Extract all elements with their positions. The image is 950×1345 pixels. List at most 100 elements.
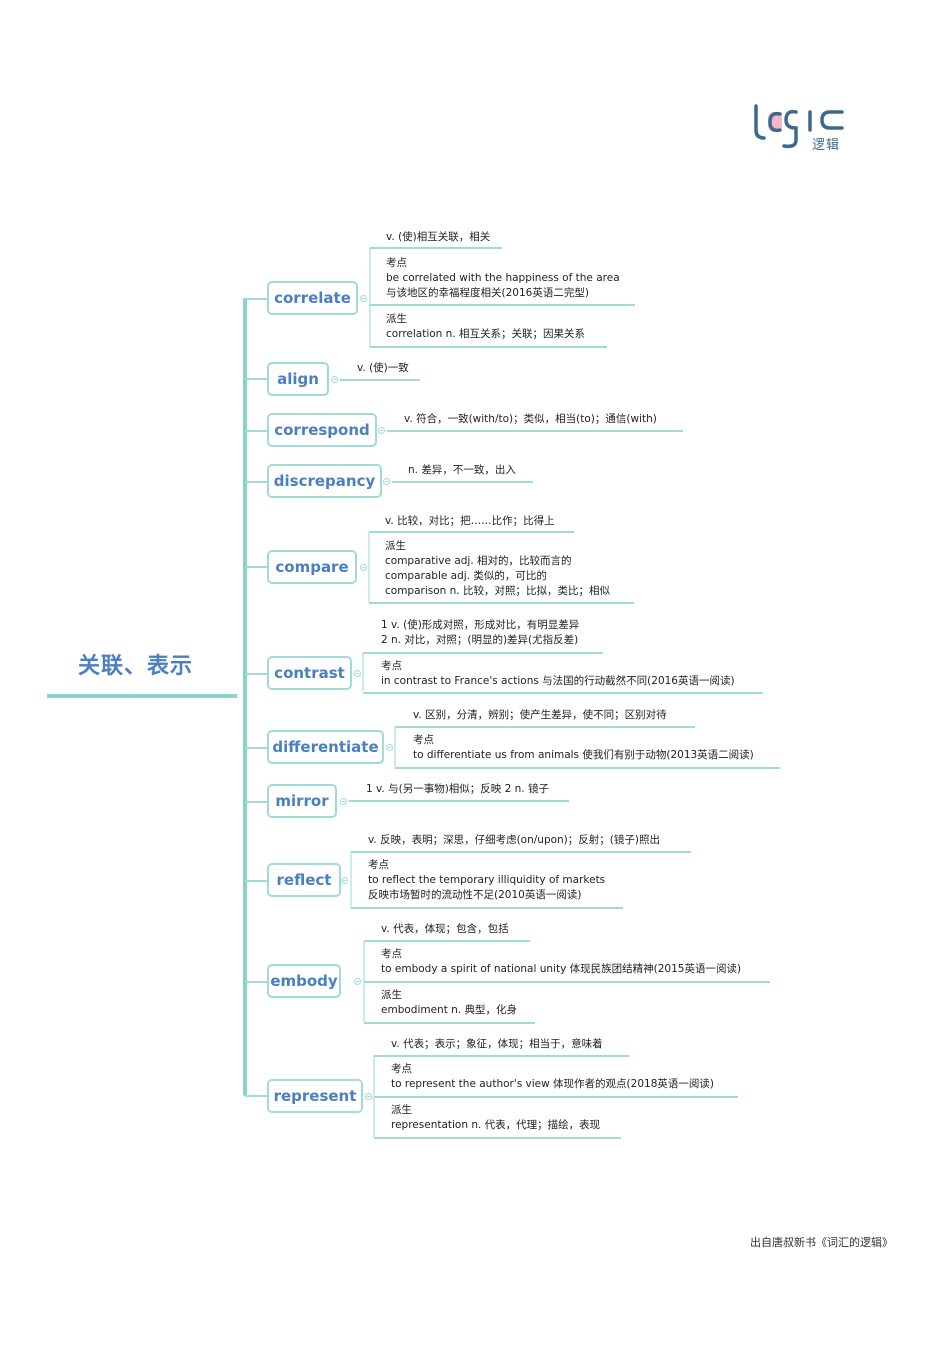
child-underline [351,851,691,853]
definition-text: 1 v. 与(另一事物)相似；反映 2 n. 镜子 [366,783,549,795]
child-underline [392,481,533,483]
logo-subtitle: 逻辑 [812,138,841,153]
connector [245,747,267,749]
connector [245,801,267,803]
collapse-icon[interactable] [354,978,361,985]
child-underline [387,430,683,432]
derivative-text: comparison n. 比较，对照；比拟，类比；相似 [385,585,610,597]
connector [245,430,267,432]
node-mirror[interactable]: mirror [267,784,337,818]
child-bracket [368,532,370,602]
node-discrepancy[interactable]: discrepancy [267,464,382,498]
derivative-label: 派生 [381,989,402,1001]
child-underline [363,652,603,654]
exam-phrase: to differentiate us from animals 使我们有别于动… [413,749,754,761]
collapse-icon[interactable] [360,295,367,302]
definition-text: v. (使)相互关联，相关 [386,231,491,243]
logo-mark-icon [754,104,844,149]
child-underline [395,767,780,769]
definition-text: v. 代表；表示；象征，体现；相当于，意味着 [391,1038,603,1050]
derivative-label: 派生 [391,1104,412,1116]
derivative-text: comparable adj. 类似的，可比的 [385,570,547,582]
connector [245,481,267,483]
node-correspond[interactable]: correspond [267,413,377,447]
definition-text: v. 区别，分清，辨别；使产生差异，使不同；区别对待 [413,709,667,721]
collapse-icon[interactable] [360,564,367,571]
exam-translation: 反映市场暂时的流动性不足(2010英语一阅读) [368,889,582,901]
child-underline [363,692,763,694]
connector [245,378,267,380]
exam-label: 考点 [368,859,389,871]
child-underline [374,1055,629,1057]
definition-text: v. 比较，对比；把……比作；比得上 [385,515,555,527]
child-underline [351,907,623,909]
child-bracket [394,727,396,767]
collapse-icon[interactable] [386,744,393,751]
source-credit: 出自唐叔新书《词汇的逻辑》 [750,1236,893,1249]
node-compare[interactable]: compare [267,550,357,584]
collapse-icon[interactable] [331,376,338,383]
child-underline [340,379,420,381]
derivative-label: 派生 [386,313,407,325]
node-contrast[interactable]: contrast [267,656,352,690]
exam-label: 考点 [381,948,402,960]
child-bracket [362,653,364,691]
definition-text: v. 反映，表明；深思，仔细考虑(on/upon)；反射；(镜子)照出 [368,834,660,846]
logic-logo: 逻辑 [752,100,847,155]
exam-label: 考点 [381,660,402,672]
node-reflect[interactable]: reflect [267,863,341,897]
child-underline [369,531,574,533]
child-underline [364,940,530,942]
connector [245,880,267,882]
root-topic-title[interactable]: 关联、表示 [78,654,194,679]
derivative-label: 派生 [385,540,406,552]
collapse-icon[interactable] [365,1093,372,1100]
child-underline [369,602,634,604]
exam-phrase: to reflect the temporary illiquidity of … [368,874,606,886]
exam-translation: 与该地区的幸福程度相关(2016英语二完型) [386,287,589,299]
child-underline [370,304,635,306]
child-underline [370,346,607,348]
connector [245,1095,267,1097]
trunk-line [243,298,247,1096]
child-underline [374,1096,738,1098]
connector [245,566,267,568]
child-underline [349,800,569,802]
child-bracket [369,248,371,348]
child-underline [374,1137,621,1139]
definition-text: n. 差异，不一致，出入 [408,464,516,476]
connector [245,981,267,983]
node-embody[interactable]: embody [267,964,341,998]
exam-phrase: to represent the author's view 体现作者的观点(2… [391,1078,714,1090]
derivative-text: correlation n. 相互关系；关联；因果关系 [386,328,586,340]
node-correlate[interactable]: correlate [267,281,358,315]
connector [245,673,267,675]
definition-text: v. 代表，体现；包含，包括 [381,923,509,935]
collapse-icon[interactable] [354,670,361,677]
child-underline [364,1022,535,1024]
exam-phrase: in contrast to France's actions 与法国的行动截然… [381,675,735,687]
child-underline [364,981,770,983]
derivative-text: embodiment n. 典型，化身 [381,1004,517,1016]
exam-phrase: to embody a spirit of national unity 体现民… [381,963,742,975]
node-align[interactable]: align [267,362,329,396]
exam-label: 考点 [386,257,407,269]
exam-phrase: be correlated with the happiness of the … [386,272,620,284]
exam-label: 考点 [413,734,434,746]
derivative-text: comparative adj. 相对的，比较而言的 [385,555,572,567]
definition-text: v. (使)一致 [357,362,409,374]
collapse-icon[interactable] [341,877,348,884]
root-underline [47,694,237,698]
collapse-icon[interactable] [383,478,390,485]
connector [245,298,267,300]
child-underline [370,247,502,249]
node-differentiate[interactable]: differentiate [267,730,384,764]
collapse-icon[interactable] [340,798,347,805]
child-bracket [350,852,352,908]
child-underline [395,726,695,728]
definition-text: v. 符合，一致(with/to)；类似，相当(to)；通信(with) [404,413,657,425]
exam-label: 考点 [391,1063,412,1075]
collapse-icon[interactable] [378,427,385,434]
node-represent[interactable]: represent [267,1079,363,1113]
definition-text: 2 n. 对比，对照；(明显的)差异(尤指反差) [381,634,579,646]
